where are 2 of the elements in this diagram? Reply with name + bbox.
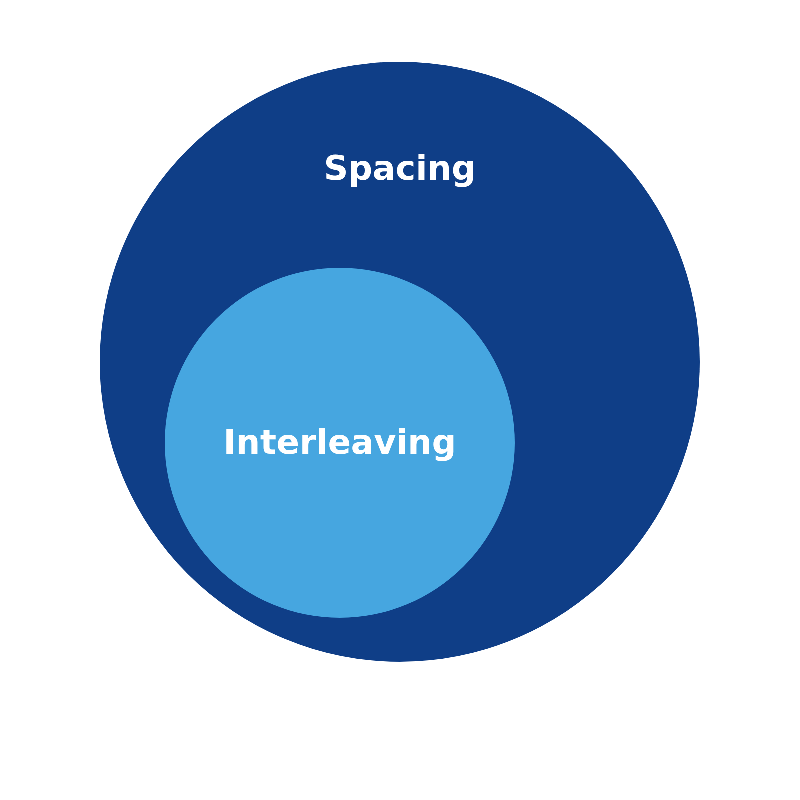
circle-label: Spacing: [324, 149, 476, 189]
circle-label: Interleaving: [224, 423, 456, 463]
